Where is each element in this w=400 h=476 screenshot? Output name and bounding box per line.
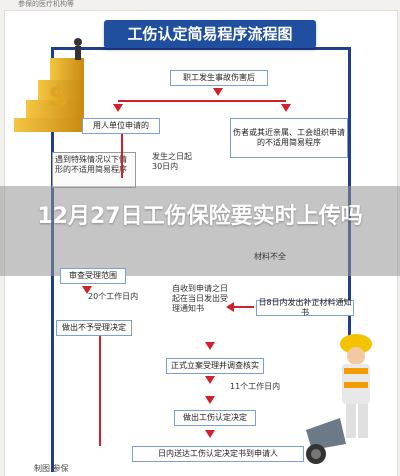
frame-top-line <box>51 47 351 50</box>
box-review-scope: 审查受理范围 <box>60 268 126 284</box>
arrow-left-supplement <box>226 302 234 312</box>
note-material-incomplete: 材料不全 <box>254 252 286 261</box>
coin-stairs-illustration: $ <box>14 38 84 132</box>
arrow-down-decide-2 <box>205 396 215 404</box>
box-worker-apply: 伤者或其近亲属、工会组织申请的不适用简易程序 <box>230 118 348 158</box>
split-line <box>118 100 286 102</box>
stem-left-bottom <box>99 336 101 446</box>
arrow-down-left <box>113 104 123 112</box>
stem-supplement <box>228 306 254 308</box>
box-decide: 做出工伤认定决定 <box>174 410 256 426</box>
arrow-down-deliver <box>205 430 215 438</box>
box-accident: 职工发生事故伤害后 <box>170 70 268 86</box>
box-not-accepted: 做出不予受理决定 <box>56 320 132 336</box>
note-work-20: 20个工作日内 <box>88 292 139 301</box>
arrow-down-accept <box>205 342 215 350</box>
headline-overlay <box>0 186 400 276</box>
box-employer-apply: 用人单位申请的 <box>82 118 160 134</box>
arrow-down-1 <box>213 88 223 96</box>
worker-wheelbarrow-illustration <box>306 334 372 464</box>
arrow-down-review <box>82 286 92 294</box>
flowchart-title: 工伤认定简易程序流程图 <box>104 20 316 48</box>
note-hint-left: 遇到特殊情况以下情形的不适用简易程序 <box>52 152 136 188</box>
note-self-review: 自收到申请之日起在当日发出受理通知书 <box>172 284 228 313</box>
box-deliver: 日内送达工伤认定决定书到申请人 <box>132 446 304 462</box>
footer-credit: 制图 参保 <box>34 464 69 473</box>
stem-employer <box>121 134 123 178</box>
box-accept-investigate: 正式立案受理并调查核实 <box>166 358 264 374</box>
box-supplement: 日8日内发出补正材料通知书 <box>256 298 354 317</box>
top-strip-text: 参保的医疗机构等 <box>18 0 74 8</box>
arrow-down-decide-1 <box>205 376 215 384</box>
note-work-11: 11个工作日内 <box>230 382 281 391</box>
note-within-30: 发生之日起30日内 <box>152 152 192 171</box>
arrow-down-right <box>281 104 291 112</box>
svg-text:$: $ <box>48 79 69 114</box>
headline-title: 12月27日工伤保险要实时上传吗 <box>37 204 363 229</box>
